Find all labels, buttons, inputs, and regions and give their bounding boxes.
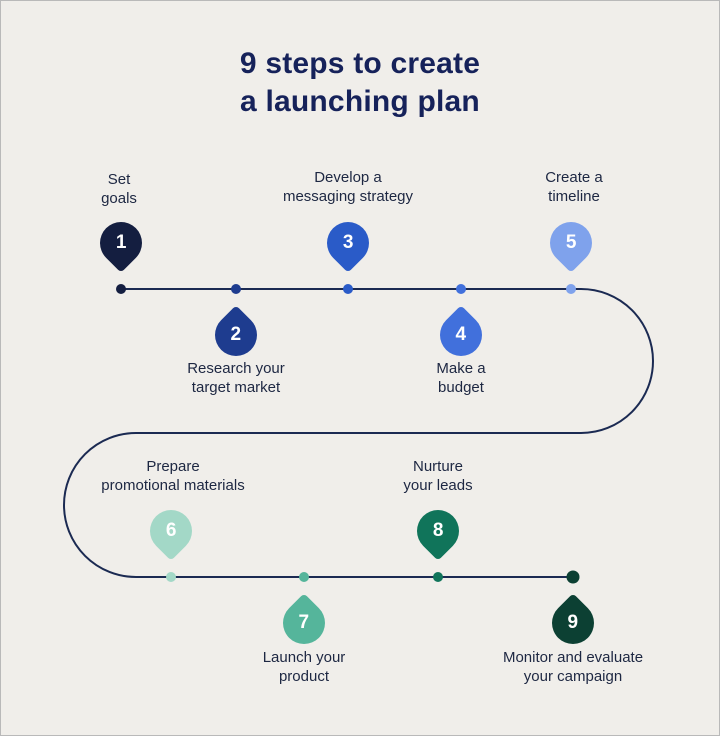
step-label-9-line-2: your campaign (523, 668, 623, 685)
step-label-3-line-1: Develop a (314, 169, 382, 186)
step-label-3: Develop a messaging strategy (283, 168, 413, 206)
step-label-8-line-1: Nurture (412, 458, 464, 475)
timeline-dot-step-2 (231, 284, 241, 294)
timeline-dot-step-6 (166, 572, 176, 582)
step-label-2: Research your target market (187, 359, 285, 397)
step-number-8: 8 (432, 520, 444, 542)
step-label-2-line-2: target market (191, 379, 281, 396)
step-label-7-line-1: Launch your (262, 649, 346, 666)
infographic-title: 9 steps to create a launching plan (1, 45, 719, 121)
step-number-6: 6 (165, 520, 177, 542)
step-label-7: Launch your product (263, 648, 346, 686)
timeline-dot-step-7 (299, 572, 309, 582)
step-label-5-line-2: timeline (548, 188, 600, 205)
step-label-5-line-1: Create a (545, 169, 603, 186)
step-label-6: Prepare promotional materials (101, 457, 244, 495)
step-label-9-line-1: Monitor and evaluate (502, 649, 644, 666)
step-label-4-line-2: budget (438, 379, 484, 396)
step-number-1: 1 (115, 232, 127, 254)
title-line-1: 9 steps to create (239, 47, 481, 80)
timeline-dot-step-3 (343, 284, 353, 294)
step-number-9: 9 (567, 611, 579, 633)
step-label-3-line-2: messaging strategy (282, 188, 414, 205)
step-number-2: 2 (230, 323, 242, 345)
step-label-1: Set goals (101, 170, 137, 208)
step-label-4: Make a budget (436, 359, 485, 397)
step-label-9: Monitor and evaluate your campaign (503, 648, 643, 686)
timeline-dot-step-4 (456, 284, 466, 294)
timeline-dot-step-1 (116, 284, 126, 294)
step-label-6-line-2: promotional materials (101, 477, 245, 494)
step-number-7: 7 (298, 611, 310, 633)
title-line-2: a launching plan (240, 85, 480, 118)
step-label-2-line-1: Research your (187, 360, 285, 377)
step-number-3: 3 (342, 232, 354, 254)
step-label-5: Create a timeline (545, 168, 603, 206)
step-label-1-line-1: Set (107, 171, 131, 188)
timeline-path (63, 288, 654, 578)
step-number-4: 4 (455, 323, 467, 345)
timeline-dot-step-8 (433, 572, 443, 582)
step-label-4-line-1: Make a (436, 360, 486, 377)
step-label-1-line-2: goals (101, 190, 137, 207)
step-label-8: Nurture your leads (403, 457, 472, 495)
timeline-dot-step-5 (566, 284, 576, 294)
step-label-7-line-2: product (278, 668, 330, 685)
step-label-6-line-1: Prepare (146, 458, 200, 475)
step-number-5: 5 (565, 232, 577, 254)
step-label-8-line-2: your leads (403, 477, 473, 494)
timeline-dot-step-9 (566, 570, 580, 584)
